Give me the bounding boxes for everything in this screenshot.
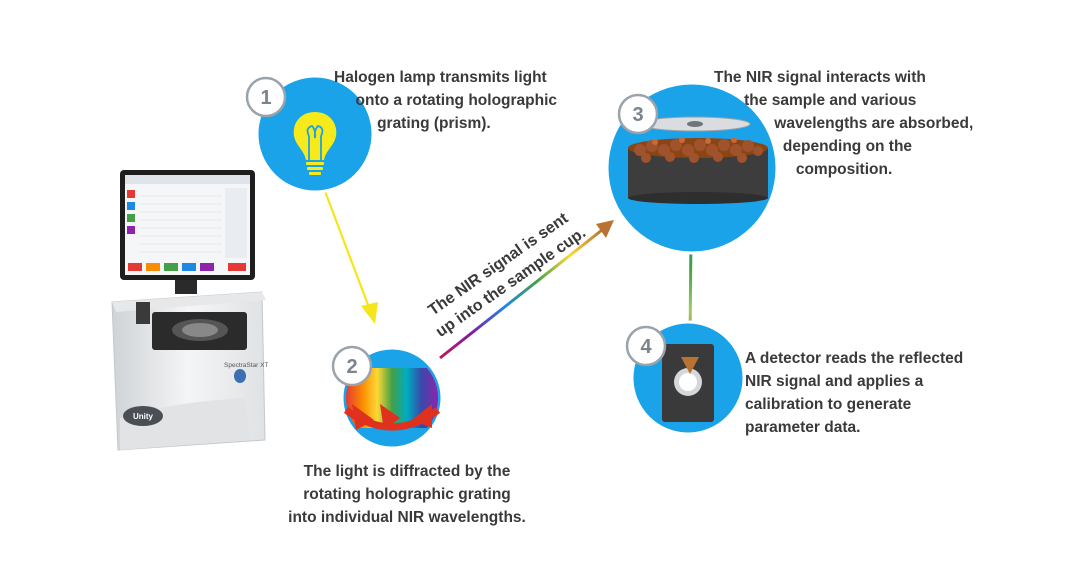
brand-label: Unity [133, 412, 154, 421]
screen-app-icon [127, 190, 135, 198]
brand-badge [234, 369, 246, 383]
screen-app-icon [127, 214, 135, 222]
screen-table [140, 195, 222, 253]
screen-toolbar [125, 175, 250, 184]
step-2-badge: 2 [331, 345, 373, 387]
step-3-number: 3 [632, 104, 643, 126]
step-4-number: 4 [640, 336, 652, 358]
step-4-caption: A detector reads the reflected NIR signa… [745, 350, 964, 436]
analyzer-body: SpectraStar XT Unity [111, 291, 268, 451]
step-2-grating [340, 346, 444, 450]
step-1-number: 1 [260, 87, 271, 109]
screen-app-icon [127, 226, 135, 234]
step-1-caption: Halogen lamp transmits light onto a rota… [334, 69, 558, 132]
monitor-stand [175, 280, 197, 294]
step-3-badge: 3 [617, 93, 659, 135]
step-2-caption: The light is diffracted by the rotating … [288, 463, 526, 526]
nir-analyzer-instrument: SpectraStar XT Unity [111, 170, 268, 451]
step-1-lamp [255, 74, 375, 194]
screen-side-panel [225, 188, 247, 258]
light-path-arrow [318, 177, 378, 324]
step-4-badge: 4 [625, 325, 667, 367]
step-2-number: 2 [346, 356, 357, 378]
screen-app-icon [127, 202, 135, 210]
screen-bottom-buttons [128, 263, 246, 271]
nir-signal-arrow [439, 220, 614, 360]
rotation-arrows-icon [343, 404, 441, 431]
monitor [120, 170, 255, 294]
detector-icon [662, 344, 714, 422]
sample-cup-icon [628, 116, 768, 204]
unity-logo [123, 406, 163, 426]
model-label: SpectraStar XT [224, 362, 268, 369]
step-3-caption: The NIR signal interacts with the sample… [714, 69, 974, 178]
lightbulb-icon [293, 112, 337, 175]
step-1-badge: 1 [245, 76, 287, 118]
